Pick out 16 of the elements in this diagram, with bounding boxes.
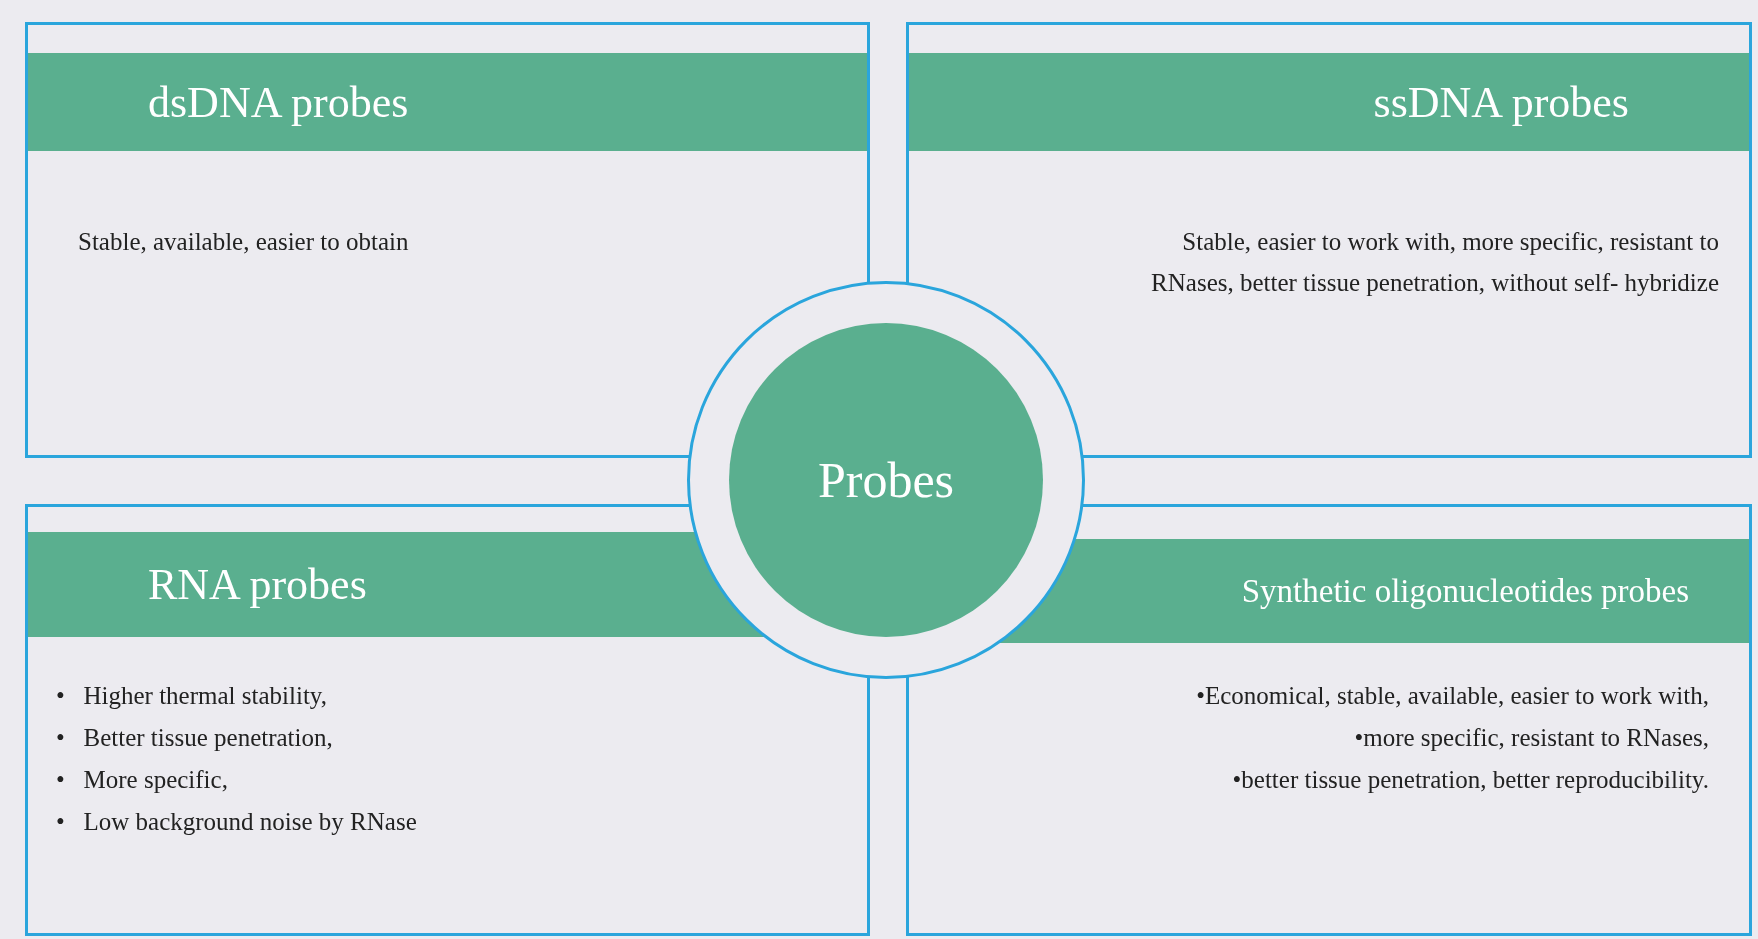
panel-card (906, 504, 1752, 936)
circle-label: Probes (817, 451, 955, 509)
body-text: •better tissue penetration, better reproducibility. (1231, 765, 1709, 795)
body-text: Stable, available, easier to obtain (78, 227, 410, 257)
panel-card (25, 504, 870, 936)
body-text: • Better tissue penetration, (56, 723, 334, 753)
body-text: • Low background noise by RNase (56, 807, 418, 837)
body-text: • Higher thermal stability, (56, 681, 328, 711)
body-text: • More specific, (56, 765, 229, 795)
panel-card (25, 22, 870, 458)
panel-card (906, 22, 1752, 458)
body-text: •Economical, stable, available, easier to work with, (1195, 681, 1709, 711)
panel-heading: dsDNA probes (28, 53, 867, 151)
body-text: Stable, easier to work with, more specific, resistant to RNases, better tissue penetration, without self- hybridize (1150, 227, 1719, 298)
panel-heading: ssDNA probes (909, 53, 1749, 151)
body-text: •more specific, resistant to RNases, (1353, 723, 1709, 753)
